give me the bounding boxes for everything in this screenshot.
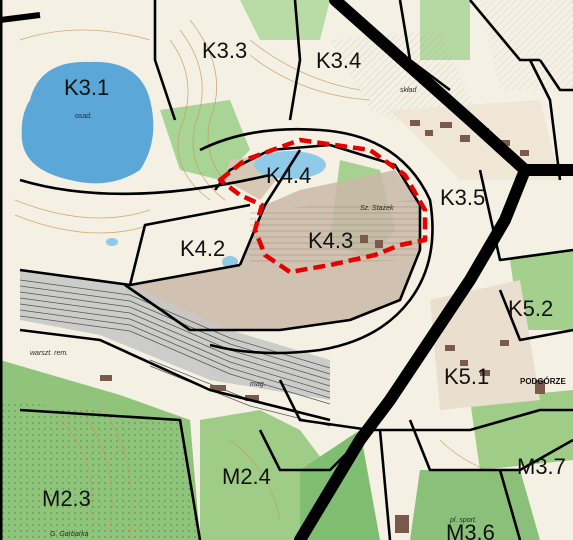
zone-label-k33: K3.3 — [202, 38, 247, 63]
zone-label-m23: M2.3 — [42, 486, 91, 511]
label-pl-sport: pl. sport. — [449, 517, 477, 524]
zone-label-k31: K3.1 — [64, 75, 109, 100]
highlighted-boundary — [217, 137, 428, 275]
zone-label-k34: K3.4 — [316, 48, 361, 73]
label-sz-stazek: Sz. Stażek — [360, 205, 394, 212]
label-podgorze: PODGÓRZE — [520, 377, 566, 386]
zone-label-m36: M3.6 — [446, 520, 495, 540]
label-mag: mag. — [250, 381, 266, 388]
railway-yard — [19, 270, 331, 427]
label-sklad: skład — [400, 87, 417, 94]
zone-labels: K3.1 K3.3 K3.4 K3.5 K4.4 K4.2 K4.3 K5.2 … — [42, 38, 566, 540]
zone-label-m24: M2.4 — [222, 464, 271, 489]
label-garbarka: G. Garbarka — [50, 531, 89, 538]
zone-label-k52: K5.2 — [508, 296, 553, 321]
zone-label-k42: K4.2 — [180, 236, 225, 261]
label-warszt: warszt. rem. — [30, 350, 68, 357]
zone-label-k51: K5.1 — [444, 364, 489, 389]
zone-label-k44: K4.4 — [266, 163, 311, 188]
pond — [106, 238, 118, 246]
lake — [21, 61, 154, 184]
zone-label-k43: K4.3 — [308, 228, 353, 253]
zone-label-k35: K3.5 — [440, 185, 485, 210]
label-osad: osad. — [75, 113, 92, 120]
built-areas — [330, 0, 573, 410]
buildings — [100, 120, 545, 533]
contours — [14, 19, 521, 536]
zone-label-m37: M3.7 — [517, 454, 566, 479]
topo-labels: osad. Sz. Stażek warszt. rem. mag. skład… — [30, 87, 566, 538]
